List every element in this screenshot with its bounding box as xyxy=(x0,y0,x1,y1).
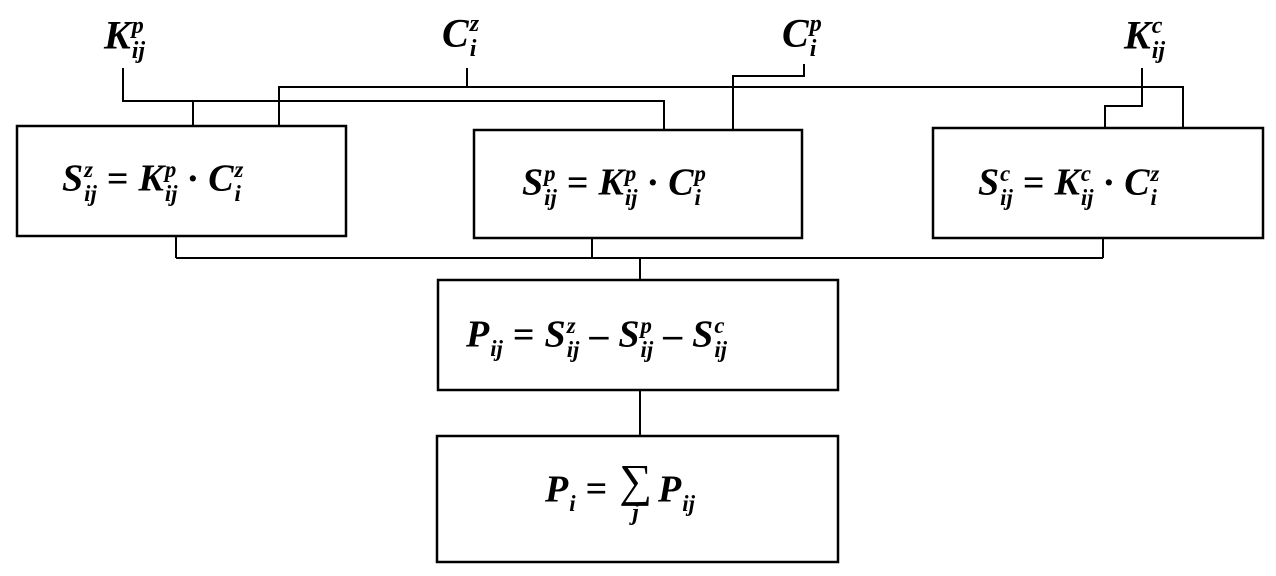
connector-kp xyxy=(122,68,665,130)
connector-kc xyxy=(1104,68,1143,128)
connector-cp xyxy=(732,64,805,130)
box-p-ij xyxy=(436,278,840,392)
box-s-c xyxy=(931,126,1265,240)
summation-symbol: ∑j xyxy=(619,455,653,527)
box-s-z xyxy=(15,124,348,238)
box-s-p xyxy=(472,128,804,240)
connector-cz xyxy=(278,86,1184,128)
box-p-i xyxy=(435,434,840,564)
